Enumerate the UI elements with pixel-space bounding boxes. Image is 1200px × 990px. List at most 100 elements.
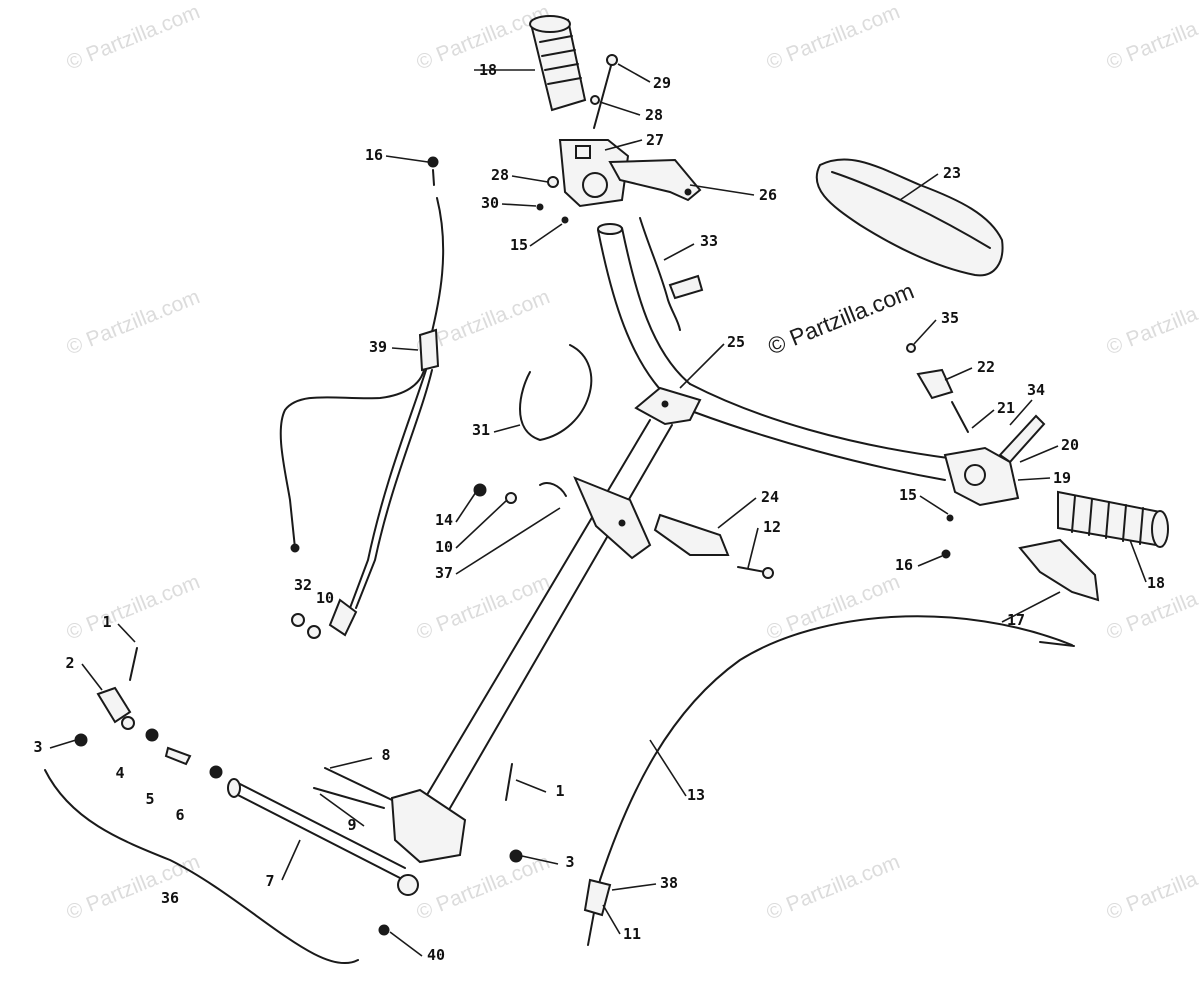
callout-27: 27 [646,131,664,149]
leader-line [391,347,419,351]
washer-10 [307,625,321,639]
leader-line [501,203,537,207]
leader-line [679,343,725,389]
callout-15: 15 [899,486,917,504]
leader-line [117,623,136,643]
leader-line [899,173,939,201]
leader-line [455,491,477,523]
callout-6: 6 [175,806,184,824]
leader-line [1017,477,1051,481]
callout-16: 16 [895,556,913,574]
leader-line [329,757,373,769]
callout-40: 40 [427,946,445,964]
callout-37: 37 [435,564,453,582]
callout-8: 8 [381,746,390,764]
callout-21: 21 [997,399,1015,417]
leader-line [511,175,549,183]
watermark-text: © Partzilla.com [1103,285,1200,359]
callout-23: 23 [943,164,961,182]
leader-line [389,931,423,957]
leader-line [1009,399,1033,426]
watermark-main: © Partzilla.com [764,277,917,359]
callout-14: 14 [435,511,453,529]
mounting-hardware [473,482,774,579]
wire-harness [639,217,704,331]
leader-line [385,155,429,163]
watermark-text: © Partzilla.com [63,0,203,74]
callout-9: 9 [347,816,356,834]
callout-16: 16 [365,146,383,164]
callout-39: 39 [369,338,387,356]
callout-10: 10 [435,538,453,556]
leader-line [602,904,621,935]
callout-3: 3 [33,738,42,756]
nut-32 [291,613,305,627]
steering-arm-assembly [227,763,523,936]
leader-line [649,739,687,797]
callout-31: 31 [472,421,490,439]
leader-line [49,739,77,749]
callout-20: 20 [1061,436,1079,454]
callout-7: 7 [265,872,274,890]
retainer-ring [519,344,593,441]
handlebar-pad [815,158,1004,277]
leader-line [917,555,943,567]
leader-line [663,243,695,261]
watermark-text: © Partzilla.com [63,570,203,644]
leader-line [1129,539,1147,583]
callout-10: 10 [316,589,334,607]
callout-2: 2 [65,654,74,672]
leader-line [611,883,657,891]
callout-11: 11 [623,925,641,943]
callout-13: 13 [687,786,705,804]
callout-22: 22 [977,358,995,376]
leader-line [919,495,949,515]
callout-28: 28 [491,166,509,184]
callout-29: 29 [653,74,671,92]
left-grip-group [529,15,587,112]
callout-1: 1 [102,613,111,631]
callout-32: 32 [294,576,312,594]
watermark-text: © Partzilla.com [1103,0,1200,74]
watermark-text: © Partzilla.com [763,570,903,644]
callout-18: 18 [479,61,497,79]
leader-line [493,424,521,433]
callout-12: 12 [763,518,781,536]
leader-line [319,793,365,827]
leader-line [944,367,973,381]
watermark-text: © Partzilla.com [763,0,903,74]
callout-15: 15 [510,236,528,254]
watermark-text: © Partzilla.com [63,285,203,359]
callout-24: 24 [761,488,779,506]
leader-line [515,779,547,793]
watermark-text: © Partzilla.com [63,850,203,924]
leader-lines [49,63,1147,957]
watermark-text: © Partzilla.com [763,850,903,924]
callout-19: 19 [1053,469,1071,487]
callout-35: 35 [941,309,959,327]
callout-25: 25 [727,333,745,351]
leader-line [689,184,755,196]
watermark-text: © Partzilla.com [1103,850,1200,924]
leader-line [81,663,103,691]
throttle-cable [587,615,1073,946]
leader-line [281,839,301,881]
left-control-housing [536,54,702,224]
leader-line [604,139,643,151]
leader-line [455,499,508,549]
leader-line [913,319,937,345]
leader-line [617,63,651,83]
watermark-text: © Partzilla.com [413,850,553,924]
callout-30: 30 [481,194,499,212]
callout-26: 26 [759,186,777,204]
brake-cable-assembly [279,156,445,637]
callout-33: 33 [700,232,718,250]
callout-36: 36 [161,889,179,907]
leader-line [529,223,563,247]
callout-38: 38 [660,874,678,892]
callout-17: 17 [1007,611,1025,629]
leader-line [455,507,561,575]
